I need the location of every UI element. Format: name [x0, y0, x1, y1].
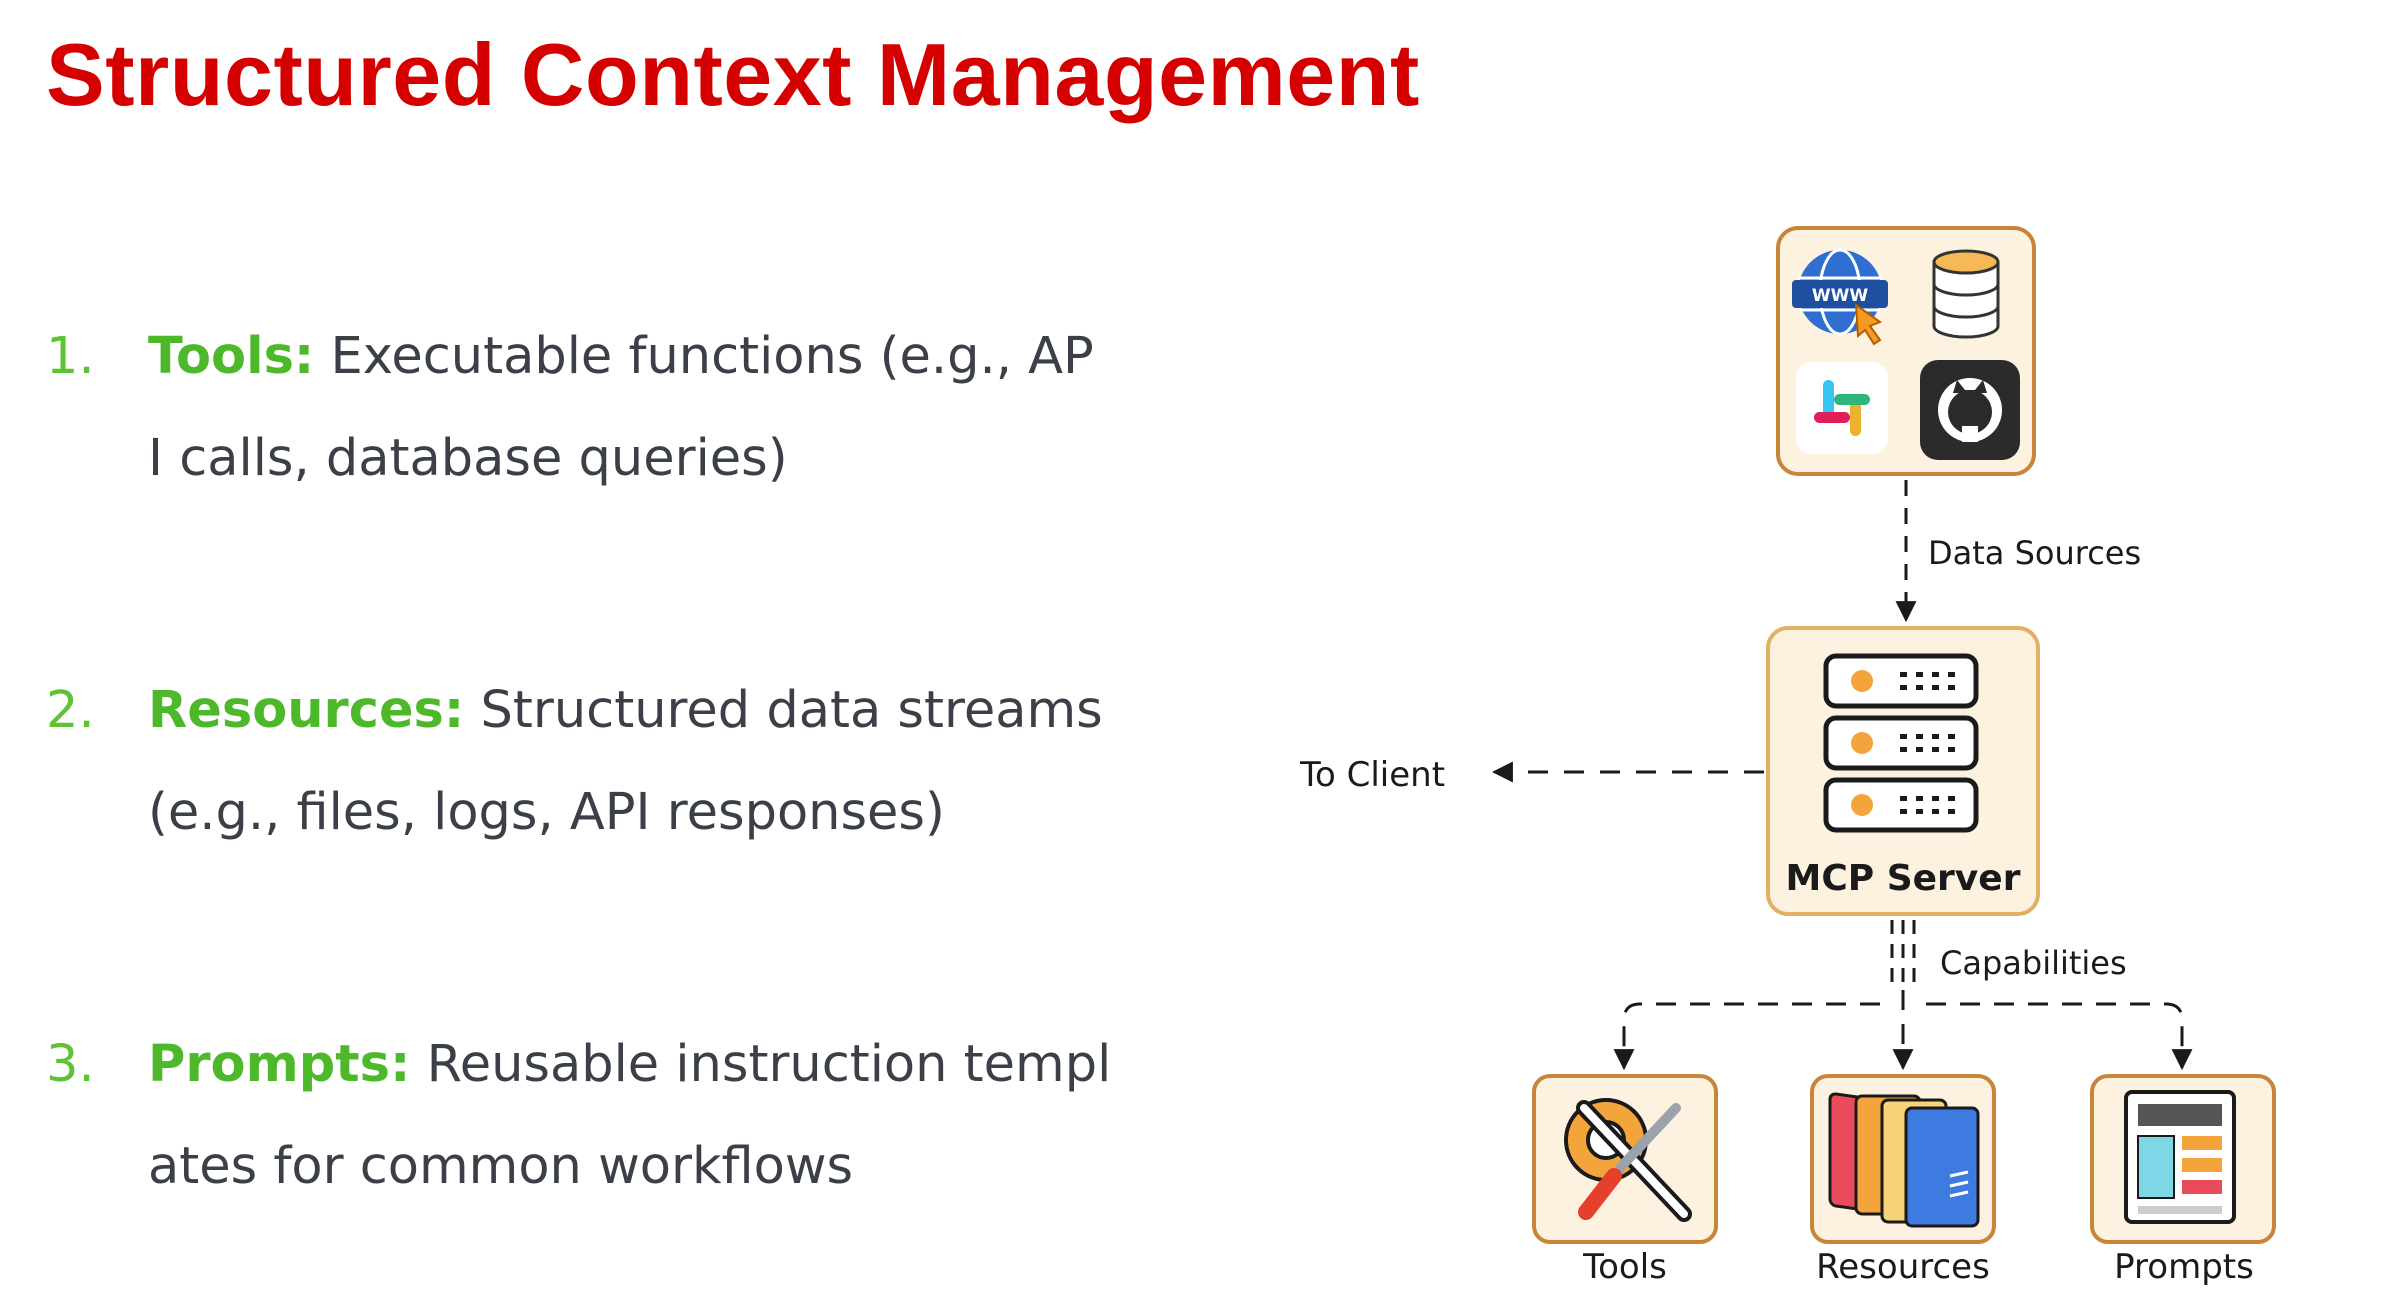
www-globe-icon: WWW — [1792, 248, 1888, 346]
capabilities-connector — [1890, 920, 1916, 986]
item-keyword: Tools: — [148, 327, 315, 386]
item-line-1: Prompts: Reusable instruction templ — [148, 1014, 1178, 1116]
tools-box — [1532, 1074, 1718, 1244]
prompts-box — [2090, 1074, 2276, 1244]
mcp-server-label: MCP Server — [1786, 858, 2021, 899]
data-sources-label: Data Sources — [1928, 534, 2141, 572]
tools-caption: Tools — [1582, 1247, 1667, 1287]
item-description-2: (e.g., files, logs, API responses) — [148, 783, 945, 842]
item-keyword: Resources: — [148, 681, 465, 740]
to-client-label: To Client — [1299, 755, 1445, 795]
item-description-2: I calls, database queries) — [148, 429, 788, 488]
item-number: 1. — [46, 327, 95, 386]
item-description-1: Executable functions (e.g., AP — [330, 327, 1094, 386]
item-number: 2. — [46, 681, 95, 740]
folders-icon — [1828, 1092, 1980, 1228]
item-description-2: ates for common workflows — [148, 1137, 854, 1196]
page-title: Structured Context Management — [46, 25, 1420, 124]
item-number: 3. — [46, 1035, 95, 1094]
item-description-1: Structured data streams — [480, 681, 1103, 740]
capabilities-branches — [1613, 990, 2193, 1071]
resources-caption: Resources — [1816, 1247, 1990, 1287]
www-label: WWW — [1812, 286, 1869, 306]
database-icon — [1932, 249, 2000, 339]
item-keyword: Prompts: — [148, 1035, 411, 1094]
mcp-server-box: MCP Server — [1766, 626, 2040, 916]
item-line-1: Tools: Executable functions (e.g., AP — [148, 306, 1178, 408]
server-icon — [1823, 653, 1979, 833]
data-sources-box: WWW — [1776, 226, 2036, 476]
tools-icon — [1564, 1098, 1692, 1222]
document-template-icon — [2124, 1090, 2236, 1224]
github-icon — [1920, 360, 2020, 460]
resources-box — [1810, 1074, 1996, 1244]
item-line-1: Resources: Structured data streams — [148, 660, 1178, 762]
capabilities-label: Capabilities — [1940, 944, 2127, 982]
slack-icon — [1796, 362, 1888, 454]
item-description-1: Reusable instruction templ — [426, 1035, 1112, 1094]
prompts-caption: Prompts — [2114, 1247, 2254, 1287]
